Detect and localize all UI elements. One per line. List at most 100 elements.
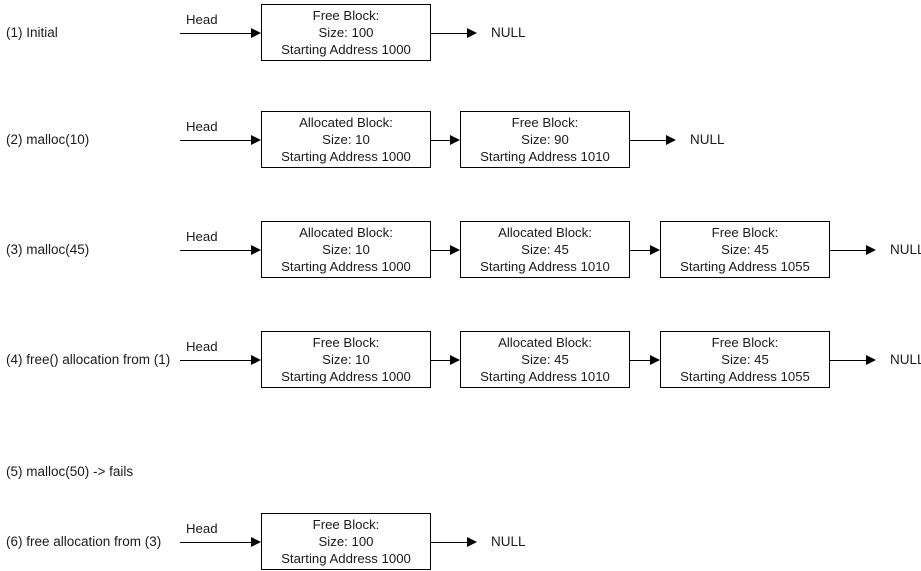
arrow-shaft	[431, 139, 451, 142]
block-size: Size: 10	[322, 132, 370, 147]
block-address: Starting Address 1000	[281, 369, 411, 384]
block-size: Size: 45	[521, 352, 569, 367]
arrow-head-icon	[467, 28, 477, 39]
head-arrow-label-4: Head	[186, 338, 218, 354]
block-address: Starting Address 1000	[281, 551, 411, 566]
block-size: Size: 90	[521, 132, 569, 147]
link-arrow-2-1	[431, 135, 460, 146]
block-address: Starting Address 1000	[281, 259, 411, 274]
block-address: Starting Address 1010	[480, 369, 610, 384]
arrow-head-icon	[251, 355, 261, 366]
step-label-1: (1) Initial	[6, 24, 58, 40]
block-size: Size: 100	[318, 25, 374, 40]
null-arrow-6	[431, 537, 477, 548]
block-size: Size: 100	[318, 534, 374, 549]
step-label-4: (4) free() allocation from (1)	[6, 351, 171, 367]
arrow-head-icon	[866, 245, 876, 256]
arrow-shaft	[830, 359, 867, 362]
memory-block-3-1: Allocated Block: Size: 10 Starting Address…	[261, 221, 431, 278]
memory-block-4-3: Free Block: Size: 45 Starting Address 1055	[660, 331, 830, 388]
arrow-head-icon	[650, 245, 660, 256]
memory-block-3-2: Allocated Block: Size: 45 Starting Address…	[460, 221, 630, 278]
block-kind: Free Block:	[511, 115, 579, 130]
link-arrow-3-2	[630, 245, 660, 256]
arrow-shaft	[830, 249, 867, 252]
arrow-shaft	[180, 541, 252, 544]
block-kind: Allocated Block:	[498, 225, 592, 240]
memory-block-4-2: Allocated Block: Size: 45 Starting Address…	[460, 331, 630, 388]
arrow-head-icon	[450, 355, 460, 366]
step-label-5: (5) malloc(50) -> fails	[6, 463, 134, 479]
block-address: Starting Address 1010	[480, 149, 610, 164]
head-arrow-4	[180, 355, 261, 366]
block-kind: Allocated Block:	[498, 335, 592, 350]
head-arrow-3	[180, 245, 261, 256]
null-label-1: NULL	[491, 24, 526, 40]
block-size: Size: 10	[322, 352, 370, 367]
null-label-3: NULL	[890, 241, 921, 257]
block-address: Starting Address 1055	[680, 369, 810, 384]
arrow-shaft	[431, 359, 451, 362]
arrow-shaft	[431, 249, 451, 252]
block-address: Starting Address 1000	[281, 42, 411, 57]
arrow-head-icon	[450, 245, 460, 256]
arrow-head-icon	[866, 355, 876, 366]
step-label-2: (2) malloc(10)	[6, 131, 90, 147]
memory-block-2-1: Allocated Block: Size: 10 Starting Address…	[261, 111, 431, 168]
null-arrow-4	[830, 355, 876, 366]
block-kind: Free Block:	[312, 335, 380, 350]
step-label-3: (3) malloc(45)	[6, 241, 90, 257]
arrow-shaft	[180, 249, 252, 252]
memory-block-4-1: Free Block: Size: 10 Starting Address 1000	[261, 331, 431, 388]
arrow-shaft	[431, 541, 468, 544]
arrow-head-icon	[666, 135, 676, 146]
link-arrow-3-1	[431, 245, 460, 256]
block-kind: Free Block:	[711, 225, 779, 240]
head-arrow-1	[180, 28, 261, 39]
block-kind: Free Block:	[312, 8, 380, 23]
head-arrow-2	[180, 135, 261, 146]
head-arrow-label-2: Head	[186, 118, 218, 134]
arrow-shaft	[630, 139, 667, 142]
step-label-6: (6) free allocation from (3)	[6, 533, 162, 549]
block-kind: Allocated Block:	[299, 115, 393, 130]
block-address: Starting Address 1055	[680, 259, 810, 274]
head-arrow-label-1: Head	[186, 11, 218, 27]
arrow-shaft	[630, 249, 651, 252]
arrow-head-icon	[450, 135, 460, 146]
arrow-shaft	[431, 32, 468, 35]
block-kind: Free Block:	[312, 517, 380, 532]
arrow-head-icon	[251, 28, 261, 39]
arrow-head-icon	[467, 537, 477, 548]
block-size: Size: 10	[322, 242, 370, 257]
block-address: Starting Address 1000	[281, 149, 411, 164]
null-arrow-2	[630, 135, 676, 146]
arrow-shaft	[180, 359, 252, 362]
link-arrow-4-1	[431, 355, 460, 366]
null-arrow-1	[431, 28, 477, 39]
arrow-head-icon	[251, 135, 261, 146]
head-arrow-label-3: Head	[186, 228, 218, 244]
block-kind: Free Block:	[711, 335, 779, 350]
arrow-shaft	[180, 139, 252, 142]
arrow-head-icon	[251, 537, 261, 548]
head-arrow-6	[180, 537, 261, 548]
memory-block-2-2: Free Block: Size: 90 Starting Address 1010	[460, 111, 630, 168]
block-kind: Allocated Block:	[299, 225, 393, 240]
block-size: Size: 45	[521, 242, 569, 257]
null-label-4: NULL	[890, 351, 921, 367]
arrow-head-icon	[650, 355, 660, 366]
memory-block-3-3: Free Block: Size: 45 Starting Address 1055	[660, 221, 830, 278]
head-arrow-label-6: Head	[186, 520, 218, 536]
block-size: Size: 45	[721, 352, 769, 367]
arrow-shaft	[180, 32, 252, 35]
link-arrow-4-2	[630, 355, 660, 366]
arrow-head-icon	[251, 245, 261, 256]
null-arrow-3	[830, 245, 876, 256]
block-size: Size: 45	[721, 242, 769, 257]
block-address: Starting Address 1010	[480, 259, 610, 274]
null-label-2: NULL	[690, 131, 725, 147]
